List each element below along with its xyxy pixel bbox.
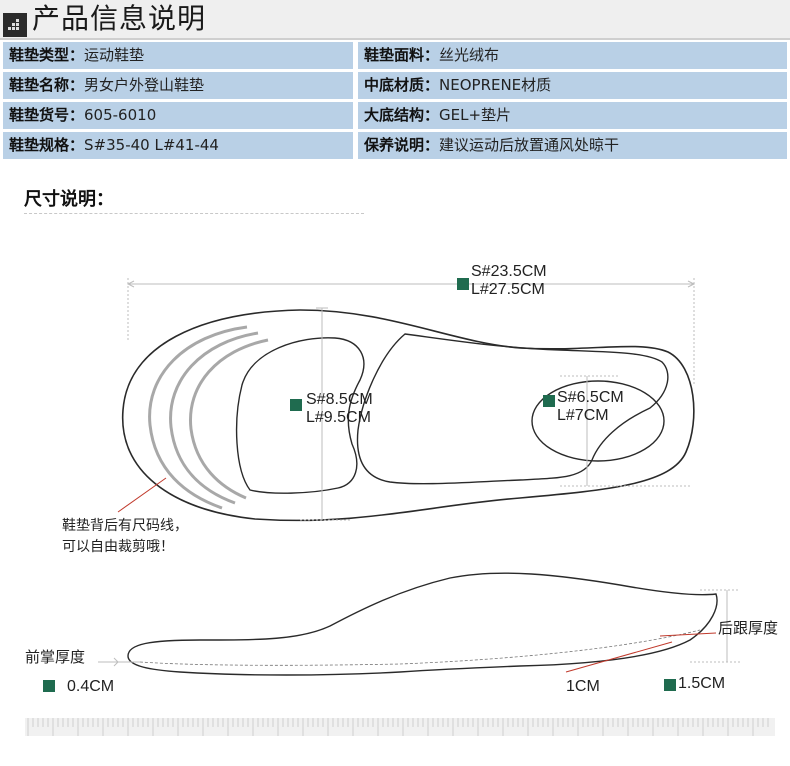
spec-cell: 鞋垫规格：S#35-40 L#41-44 [3,132,353,159]
spec-value: 605-6010 [84,106,157,124]
heel-thickness-value: 1.5CM [678,675,726,692]
spec-cell: 鞋垫货号：605-6010 [3,102,353,129]
spec-cell: 中底材质：NEOPRENE材质 [358,72,787,99]
forefoot-thickness-label: 前掌厚度 [25,649,86,666]
heel-thickness-dimension [690,589,740,663]
arch-pointer-line [565,641,673,673]
length-dimension-line [126,278,696,386]
forefoot-thickness-value: 0.4CM [67,678,115,695]
arch-thickness-value: 1CM [566,678,600,695]
spec-cell: 大底结构：GEL+垫片 [358,102,787,129]
spec-key: 鞋垫类型： [9,46,85,64]
spec-table: 鞋垫类型：运动鞋垫 鞋垫面料：丝光绒布 鞋垫名称：男女户外登山鞋垫 中底材质：N… [3,42,787,162]
side-view-midline [139,629,701,666]
spec-cell: 保养说明：建议运动后放置通风处晾干 [358,132,787,159]
length-l-label: L#27.5CM [471,281,545,298]
heel-ribs [148,325,269,510]
spec-row: 鞋垫类型：运动鞋垫 鞋垫面料：丝光绒布 [3,42,787,69]
note-line-1: 鞋垫背后有尺码线， [62,518,188,534]
note-line-2: 可以自由裁剪哦！ [62,539,174,555]
heel-thickness-marker [664,679,676,691]
size-line-note: 鞋垫背后有尺码线， 可以自由裁剪哦！ [62,516,188,558]
arch-inner-outline [356,333,669,485]
spec-row: 鞋垫货号：605-6010 大底结构：GEL+垫片 [3,102,787,129]
forefoot-thickness-marker [43,680,55,692]
spec-key: 大底结构： [364,106,440,124]
forefoot-width-marker [290,399,302,411]
page-header: 产品信息说明 [0,0,790,40]
forefoot-width-l-label: L#9.5CM [306,409,371,426]
spec-value: S#35-40 L#41-44 [84,136,219,154]
section-divider [24,213,364,214]
length-s-label: S#23.5CM [471,263,547,280]
heel-width-marker [543,395,555,407]
spec-value: 男女户外登山鞋垫 [84,76,205,94]
spec-cell: 鞋垫名称：男女户外登山鞋垫 [3,72,353,99]
ruler-graphic [25,718,775,736]
heel-thickness-label: 后跟厚度 [718,620,779,637]
forefoot-width-dimension-line [300,307,350,521]
spec-row: 鞋垫规格：S#35-40 L#41-44 保养说明：建议运动后放置通风处晾干 [3,132,787,159]
size-section-title: 尺寸说明： [24,189,114,210]
insole-side-view [127,572,718,676]
header-divider [0,38,790,40]
spec-cell: 鞋垫面料：丝光绒布 [358,42,787,69]
forefoot-thickness-dimension [98,657,140,667]
spec-value: 建议运动后放置通风处晾干 [439,136,620,154]
heel-width-s-label: S#6.5CM [557,389,624,406]
page-title: 产品信息说明 [32,2,207,35]
spec-key: 鞋垫货号： [9,106,85,124]
heel-cup-outline [531,380,665,462]
heel-pointer-line [659,632,717,637]
heel-width-dimension-line [560,375,690,487]
spec-value: GEL+垫片 [439,106,512,124]
insole-outline [121,309,695,522]
length-marker [457,278,469,290]
spec-key: 鞋垫面料： [364,46,440,64]
spec-value: 丝光绒布 [439,46,500,64]
section-icon [3,13,27,37]
heel-width-l-label: L#7CM [557,407,609,424]
spec-key: 鞋垫规格： [9,136,85,154]
spec-row: 鞋垫名称：男女户外登山鞋垫 中底材质：NEOPRENE材质 [3,72,787,99]
spec-cell: 鞋垫类型：运动鞋垫 [3,42,353,69]
spec-key: 鞋垫名称： [9,76,85,94]
spec-key: 中底材质： [364,76,440,94]
spec-value: NEOPRENE材质 [439,76,552,94]
spec-key: 保养说明： [364,136,440,154]
forefoot-width-s-label: S#8.5CM [306,391,373,408]
note-pointer-line [117,477,167,513]
forefoot-inner-outline [235,337,365,494]
spec-value: 运动鞋垫 [84,46,145,64]
